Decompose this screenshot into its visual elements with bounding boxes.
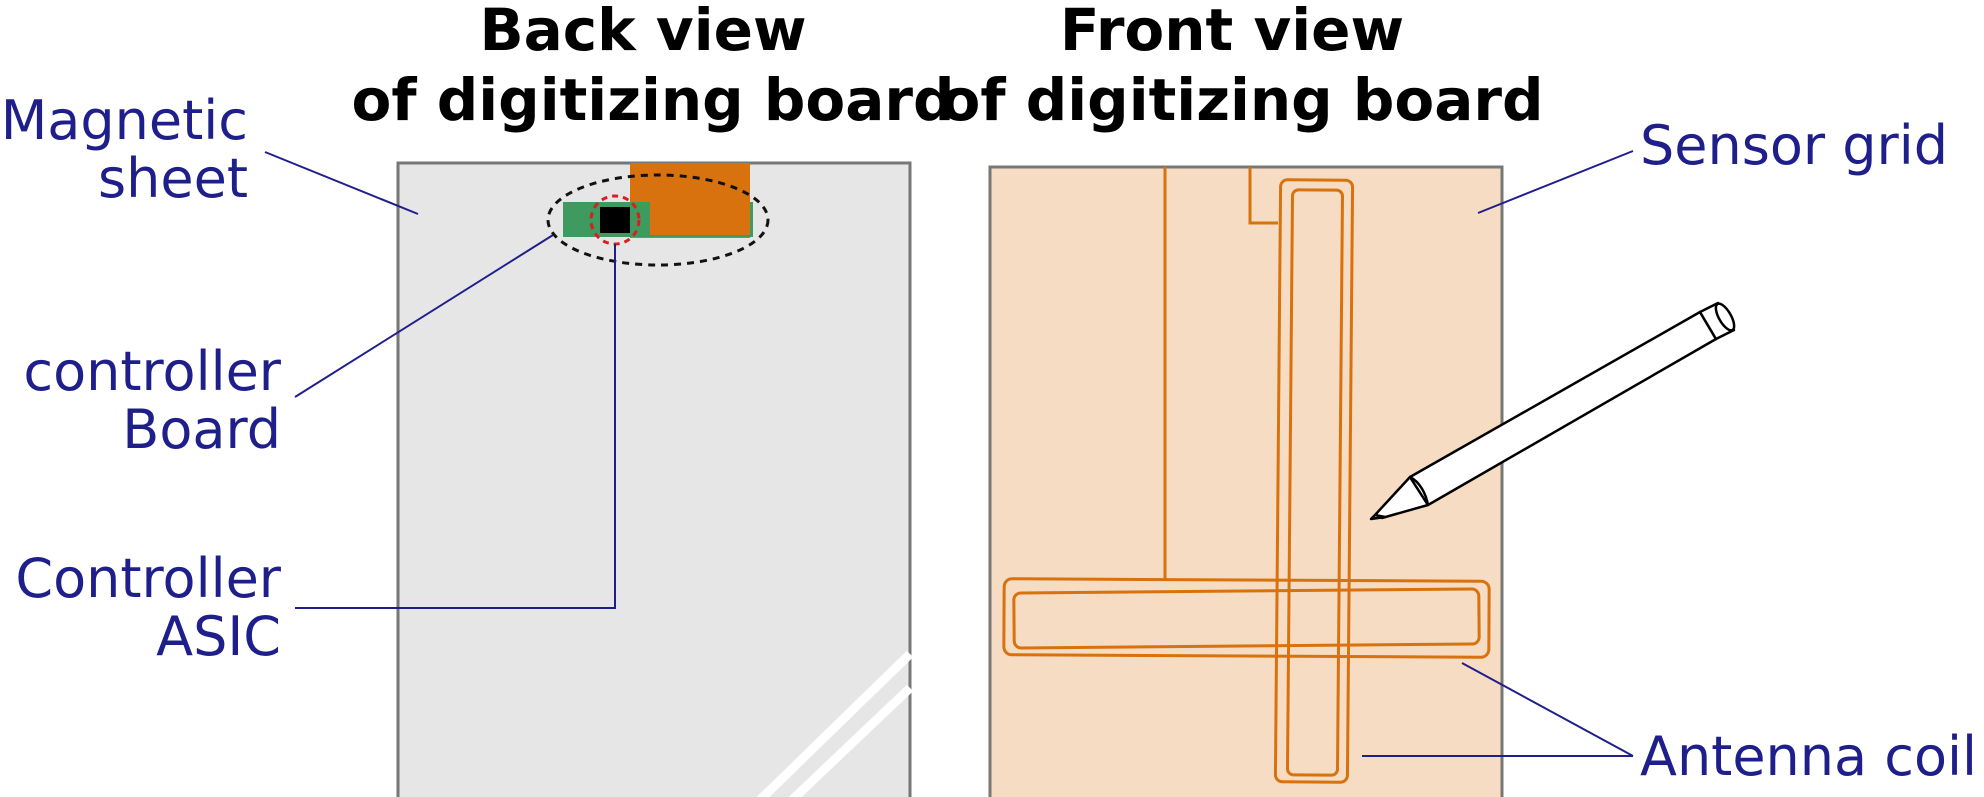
magnetic-sheet-board	[396, 161, 912, 797]
front-view-title-line-2: of digitizing board	[941, 66, 1544, 134]
back-view-title-line-1: Back view	[479, 0, 806, 64]
stylus-pen-icon	[1369, 301, 1736, 521]
controller-board-connector	[650, 202, 750, 235]
controller-board-highlight-ellipse	[546, 173, 770, 267]
magnetic-sheet-leader	[264, 151, 419, 215]
back-view: Back view of digitizing board	[352, 0, 955, 797]
glare-reflection	[756, 650, 914, 797]
back-view-title-line-2: of digitizing board	[352, 66, 955, 134]
vertical-antenna-coil	[1273, 178, 1355, 784]
controller-board-label-line-2: Board	[122, 398, 281, 461]
controller-asic-leader	[295, 244, 616, 609]
magnetic-sheet-label-line-2: sheet	[98, 147, 248, 210]
controller-asic-label-line-2: ASIC	[156, 605, 281, 668]
sensor-traces	[1163, 167, 1278, 580]
controller-board-leader	[294, 234, 554, 398]
leader-lines	[264, 150, 1634, 757]
labels: Magnetic sheet controller Board Controll…	[1, 89, 1977, 788]
front-view: Front view of digitizing board	[941, 0, 1736, 797]
controller-board-label-line-1: controller	[23, 340, 281, 403]
horizontal-antenna-coil	[1002, 577, 1491, 659]
antenna-coil-leader-horizontal	[1461, 662, 1634, 757]
controller-asic-chip	[600, 207, 630, 233]
magnetic-sheet-label-line-1: Magnetic	[1, 89, 248, 152]
controller-asic-label-line-1: Controller	[15, 547, 281, 610]
front-view-title-line-1: Front view	[1060, 0, 1404, 64]
sensor-grid-label: Sensor grid	[1640, 114, 1948, 177]
antenna-coil-label: Antenna coil	[1640, 725, 1977, 788]
sensor-grid-leader	[1477, 150, 1634, 214]
